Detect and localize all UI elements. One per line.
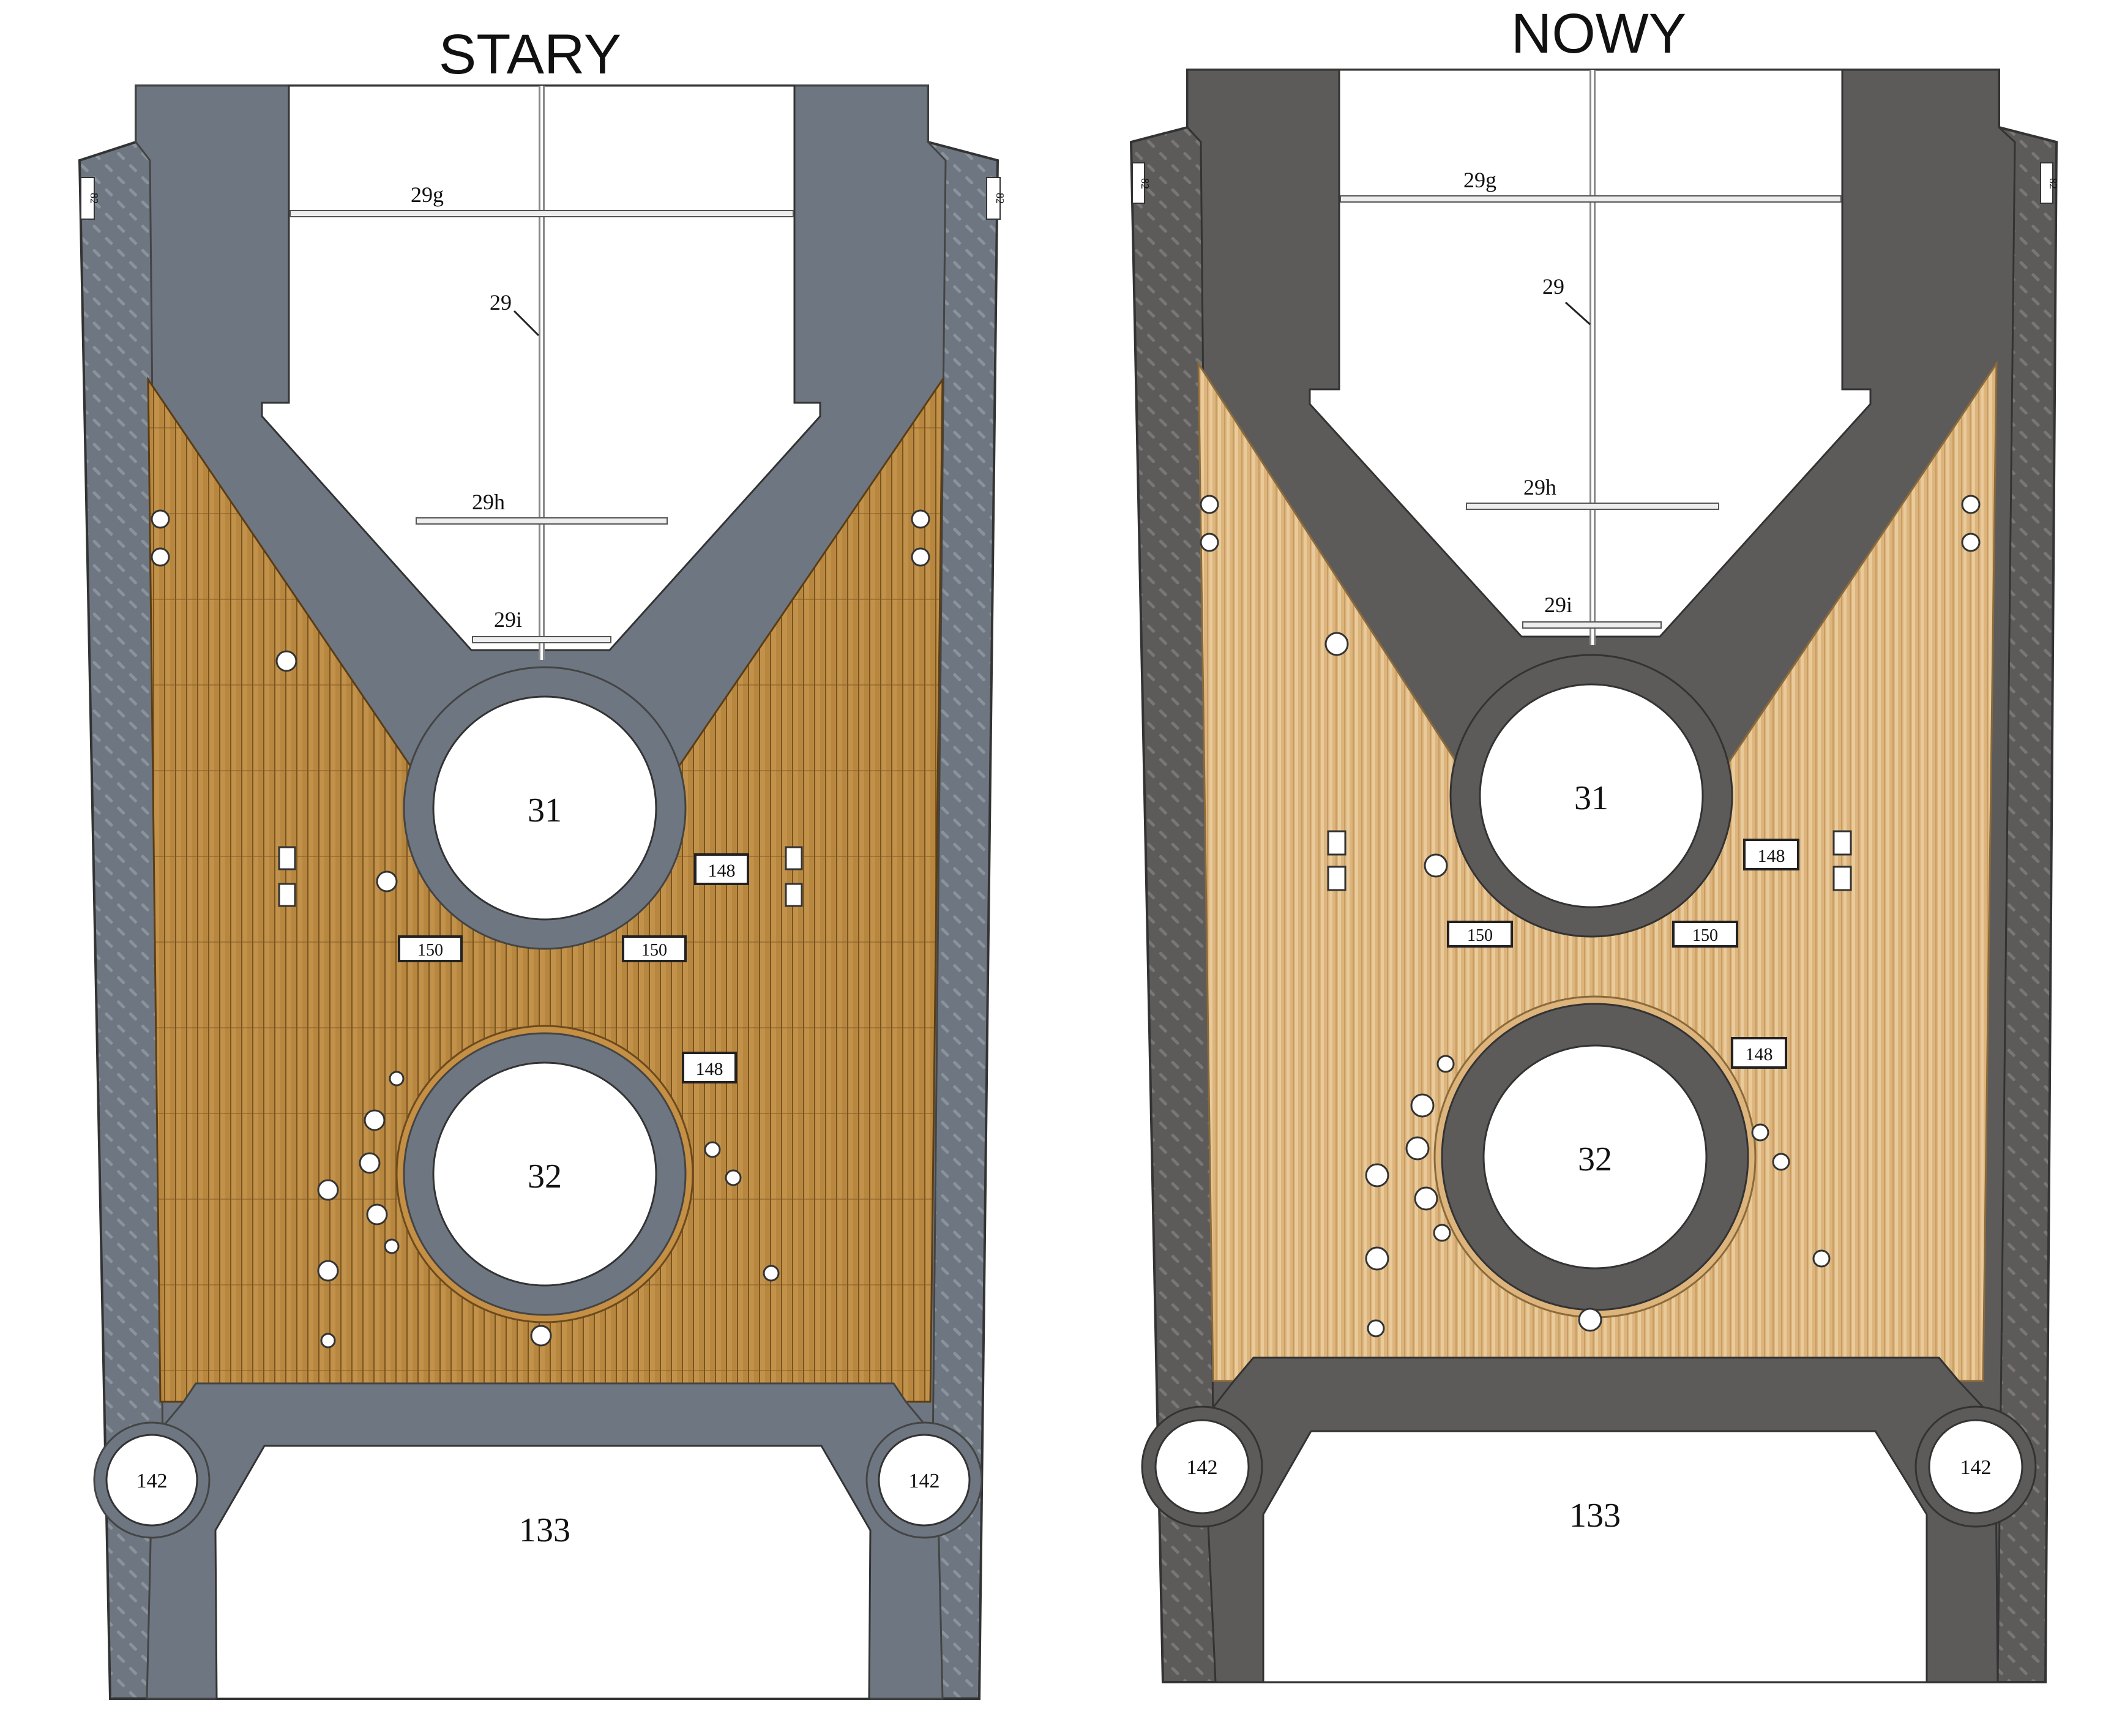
bar-29h	[416, 517, 668, 525]
label-31: 31	[528, 791, 562, 829]
label-142-left: 142	[136, 1470, 168, 1492]
label-29: 29	[490, 290, 512, 315]
label-150-left: 150	[1467, 926, 1493, 945]
label-148-upper: 148	[1758, 846, 1785, 866]
bollard-142-left	[1154, 1419, 1250, 1514]
panel-nowy: NOWY 31 32 29g 29 29h 29i 133 142 142 14…	[1129, 2, 2060, 1683]
plate-148-lower	[682, 1052, 737, 1083]
label-29h: 29h	[472, 490, 505, 514]
opening-32	[432, 1061, 657, 1287]
label-29: 29	[1542, 274, 1564, 299]
label-148-lower: 148	[696, 1059, 723, 1079]
bar-29g	[289, 210, 794, 217]
label-142-right: 142	[909, 1470, 940, 1492]
bollard-142-right	[1928, 1419, 2023, 1514]
label-150-right: 150	[1692, 926, 1718, 945]
bar-29i	[1522, 621, 1662, 629]
fittings	[1200, 495, 1981, 1338]
label-31: 31	[1574, 779, 1608, 817]
bar-29i	[472, 636, 611, 643]
label-29g: 29g	[1463, 168, 1496, 192]
label-150-right: 150	[641, 941, 667, 960]
label-29g: 29g	[411, 182, 444, 207]
label-side-right: 82	[2047, 178, 2060, 189]
label-32: 32	[528, 1158, 562, 1195]
label-side-left: 82	[88, 193, 100, 204]
plate-148-upper	[1743, 839, 1799, 870]
opening-31	[1479, 683, 1704, 908]
label-148-lower: 148	[1746, 1044, 1773, 1064]
label-32: 32	[1578, 1140, 1612, 1178]
label-133: 133	[1569, 1497, 1621, 1535]
label-150-left: 150	[417, 941, 443, 960]
bollard-142-left	[105, 1434, 198, 1527]
plate-148-upper	[694, 853, 749, 885]
label-142-right: 142	[1960, 1456, 1992, 1479]
label-side-left: 82	[1139, 178, 1151, 189]
label-142-left: 142	[1187, 1456, 1218, 1479]
fittings	[151, 509, 930, 1349]
panel-title: NOWY	[1511, 2, 1686, 65]
arrow-29	[1564, 301, 1591, 326]
hatch-133	[214, 1445, 872, 1700]
opening-32	[1482, 1044, 1708, 1270]
hatch-133	[1262, 1430, 1928, 1683]
plate-150-right	[622, 935, 687, 962]
label-side-right: 82	[994, 193, 1006, 204]
label-29h: 29h	[1523, 475, 1556, 499]
label-148-upper: 148	[708, 861, 736, 881]
panel-stary: STARY 31 32 29g 29 29h 29i 133	[78, 23, 1006, 1700]
plate-150-left	[398, 935, 463, 962]
plate-148-lower	[1731, 1037, 1787, 1069]
bar-29g	[1340, 195, 1842, 203]
label-133: 133	[519, 1511, 570, 1549]
bar-29h	[1466, 503, 1719, 510]
label-29i: 29i	[494, 607, 522, 632]
arrow-29	[513, 310, 540, 337]
bollard-142-right	[878, 1434, 971, 1527]
panel-title: STARY	[439, 23, 621, 86]
plate-150-right	[1672, 921, 1738, 948]
opening-31	[432, 695, 657, 921]
label-29i: 29i	[1544, 593, 1572, 617]
plate-150-left	[1447, 921, 1513, 948]
